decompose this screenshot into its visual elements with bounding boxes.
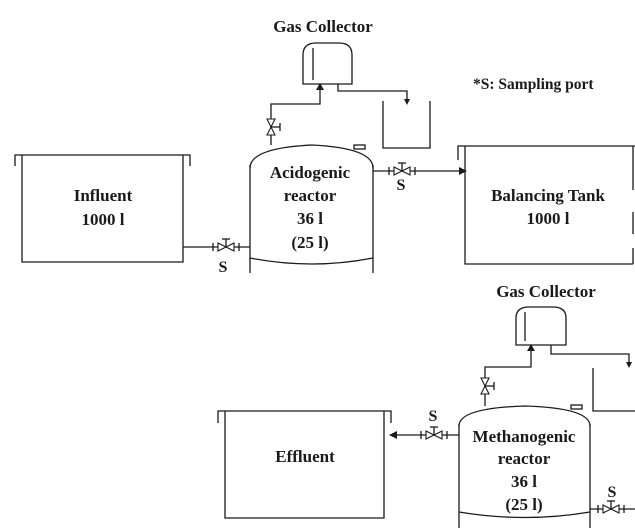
influent-tank: Influent 1000 l <box>14 154 191 263</box>
gas-line-acidogenic-arrow <box>316 83 324 90</box>
legend-sampling-port: *S: Sampling port <box>473 76 594 93</box>
influent-label: Influent <box>74 186 133 205</box>
sampling-valve-4 <box>597 500 625 514</box>
sampling-valve-1 <box>212 238 240 252</box>
sampling-port-4-label: S <box>608 484 617 501</box>
methanogenic-label-2: reactor <box>498 449 551 468</box>
sampling-port-1-label: S <box>219 259 228 276</box>
methanogenic-reactor: Methanogenic reactor 36 l (25 l) <box>458 404 591 528</box>
gas-valve-methanogenic <box>480 377 495 395</box>
balancing-tank: Balancing Tank 1000 l <box>457 145 635 265</box>
effluent-tank: Effluent <box>217 410 392 519</box>
gas-collector-1 <box>302 42 353 85</box>
sampling-valve-3 <box>420 426 448 440</box>
acidogenic-label: Acidogenic <box>270 163 351 182</box>
balancing-tank-label: Balancing Tank <box>491 186 605 205</box>
acidogenic-working-volume: (25 l) <box>291 233 328 252</box>
acidogenic-reactor: Acidogenic reactor 36 l (25 l) <box>249 144 374 273</box>
acidogenic-label-2: reactor <box>284 186 337 205</box>
methanogenic-label: Methanogenic <box>473 427 576 446</box>
water-vessel-2 <box>592 368 635 412</box>
gas-collector-1-outlet <box>337 84 408 101</box>
gas-collector-2-outlet <box>550 345 630 364</box>
gas-line-methanogenic-arrow <box>527 344 535 351</box>
influent-volume: 1000 l <box>82 210 125 229</box>
pipe-acidogenic-to-balancing-arrow <box>459 167 467 175</box>
water-vessel-1 <box>382 101 431 149</box>
gas-collector-1-outlet-arrow <box>404 99 410 105</box>
gas-collector-2 <box>515 306 567 346</box>
methanogenic-volume: 36 l <box>511 472 537 491</box>
methanogenic-working-volume: (25 l) <box>505 495 542 514</box>
gas-collector-2-label: Gas Collector <box>496 282 596 301</box>
gas-collector-2-outlet-arrow <box>626 362 632 368</box>
sampling-port-2-label: S <box>397 177 406 194</box>
gas-collector-1-label: Gas Collector <box>273 17 373 36</box>
balancing-tank-volume: 1000 l <box>527 209 570 228</box>
sampling-valve-2 <box>388 162 416 176</box>
effluent-label: Effluent <box>275 447 335 466</box>
gas-valve-acidogenic <box>266 118 281 136</box>
pipe-methanogenic-to-effluent-arrow <box>389 431 397 439</box>
acidogenic-volume: 36 l <box>297 209 323 228</box>
gas-line-acidogenic <box>270 84 321 145</box>
sampling-port-3-label: S <box>429 408 438 425</box>
gas-line-methanogenic <box>484 345 532 406</box>
